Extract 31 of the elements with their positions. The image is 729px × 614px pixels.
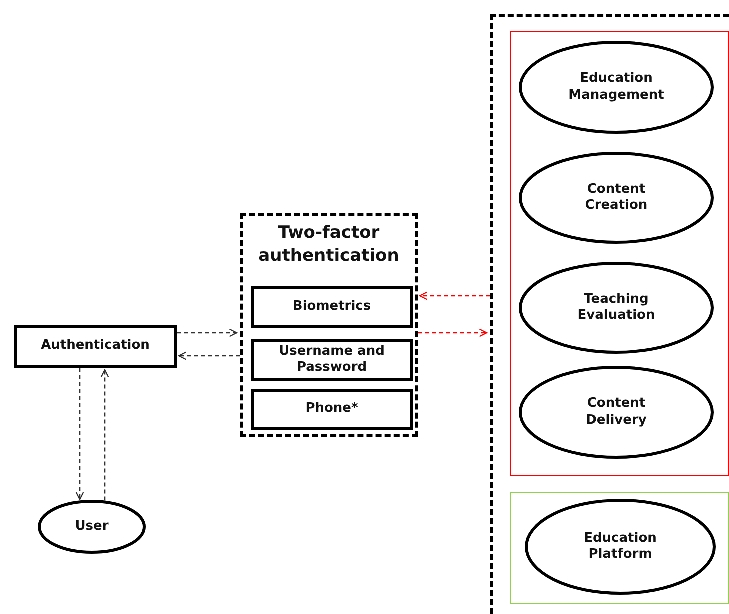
process-box xyxy=(251,339,413,381)
node-label: Biometrics xyxy=(292,298,372,316)
group-box xyxy=(240,213,418,437)
use-case-ellipse xyxy=(525,499,716,595)
platform-group-box xyxy=(510,492,729,604)
node-label: Authentication xyxy=(41,338,150,355)
process-box xyxy=(251,389,413,430)
arrow xyxy=(76,368,84,500)
arrow xyxy=(418,328,488,338)
use-case-ellipse xyxy=(519,262,714,354)
arrow xyxy=(178,352,240,360)
module-group-box xyxy=(510,31,729,476)
actor-ellipse xyxy=(38,500,146,554)
node-label: Education Platform xyxy=(583,530,658,564)
use-case-ellipse xyxy=(519,41,714,134)
use-case-ellipse xyxy=(519,366,714,459)
node-label: Content Creation xyxy=(584,182,649,214)
system-boundary xyxy=(490,14,729,614)
node-label: Education Management xyxy=(568,71,666,104)
arrow xyxy=(177,328,238,338)
node-label: Username and Password xyxy=(278,344,386,376)
node-label: Content Delivery xyxy=(585,396,648,429)
group-title: Two-factor authentication xyxy=(258,222,400,268)
arrow xyxy=(100,369,110,501)
node-label: Phone* xyxy=(306,401,358,418)
process-box xyxy=(251,286,413,328)
process-box xyxy=(14,325,177,368)
arrow xyxy=(419,292,490,300)
node-label: User xyxy=(75,518,109,536)
use-case-ellipse xyxy=(519,152,714,244)
node-label: Teaching Evaluation xyxy=(576,292,656,324)
